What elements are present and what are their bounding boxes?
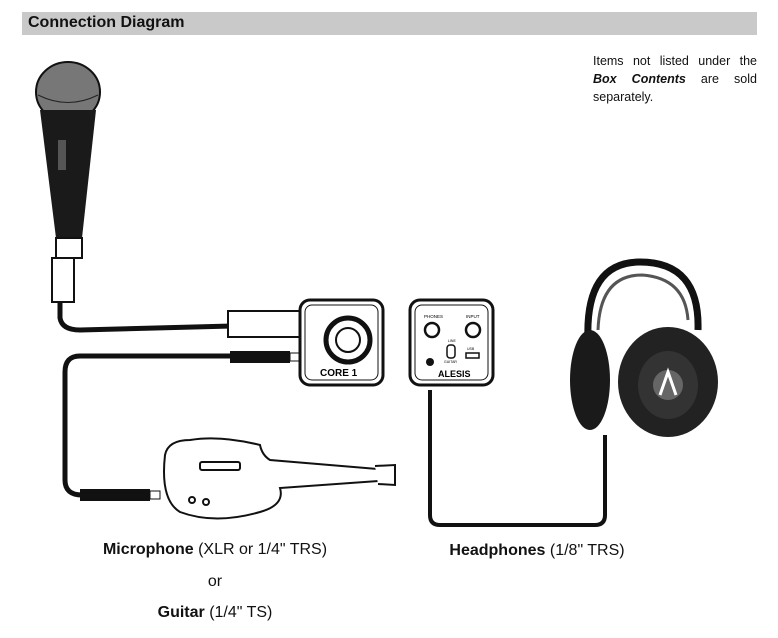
xlr-connector-icon (227, 310, 311, 338)
note-emphasis: Box Contents (593, 72, 686, 86)
xlr-cable (57, 300, 233, 333)
usb-label: USB (467, 347, 475, 351)
guitar-jack-icon (80, 489, 161, 501)
usb-port (465, 352, 480, 359)
microphone-icon (35, 61, 101, 303)
headphones-caption: Headphones (1/8" TRS) (449, 542, 624, 560)
microphone-detail: (XLR or 1/4" TRS) (198, 541, 328, 558)
section-header: Connection Diagram (22, 12, 757, 35)
phones-knob[interactable] (423, 321, 441, 339)
core1-front-panel: CORE 1 (298, 298, 385, 387)
guitar-icon (163, 437, 396, 520)
core1-rear-panel: PHONES INPUT LINE GUITAR USB ALESIS (408, 298, 495, 387)
switch-line-label: LINE (448, 339, 456, 343)
guitar-cable (62, 353, 232, 498)
headphones-icon (570, 258, 718, 437)
note-suffix: are sold separately. (593, 72, 757, 104)
microphone-label: Microphone (102, 541, 194, 558)
input-label: INPUT (466, 314, 480, 319)
guitar-label: Guitar (157, 604, 205, 621)
core1-label: CORE 1 (320, 368, 358, 379)
switch-guitar-label: GUITAR (444, 360, 457, 364)
guitar-caption: Guitar (1/4" TS) (158, 604, 273, 622)
note-prefix: Items not listed under the (593, 54, 757, 68)
line-guitar-switch[interactable] (446, 344, 456, 359)
or-caption: or (207, 573, 223, 590)
headphones-label: Headphones (449, 542, 546, 559)
guitar-detail: (1/4" TS) (209, 604, 273, 621)
microphone-caption: Microphone (XLR or 1/4" TRS) (103, 541, 327, 559)
headphones-detail: (1/8" TRS) (549, 542, 625, 559)
section-title: Connection Diagram (28, 14, 185, 31)
phones-label: PHONES (424, 314, 443, 319)
input-knob[interactable] (464, 321, 482, 339)
headphone-cable (428, 390, 607, 527)
box-contents-note: Items not listed under the Box Contents … (593, 52, 757, 106)
brand-logo: ALESIS (438, 369, 471, 379)
headphone-jack (426, 358, 434, 366)
